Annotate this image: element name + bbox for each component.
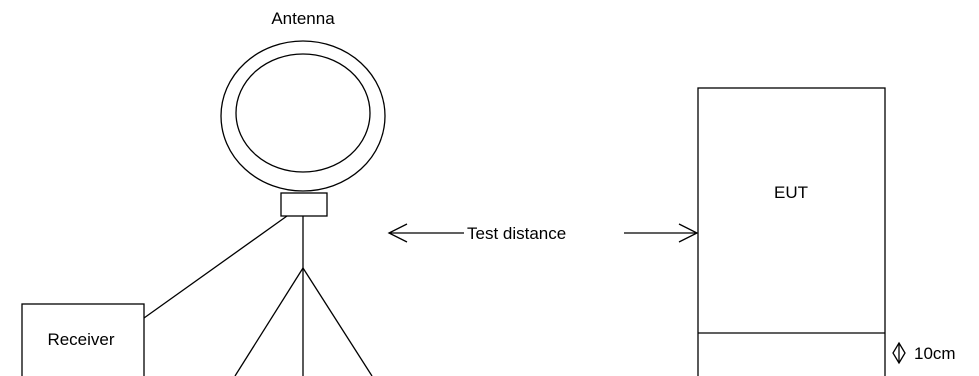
eut-box: [697, 87, 886, 376]
receiver: Receiver: [21, 303, 145, 376]
eut-label: EUT: [774, 183, 808, 202]
antenna-inner-loop: [235, 53, 371, 173]
antenna-cable: [143, 215, 288, 319]
receiver-box: [21, 303, 145, 376]
right-arrow-icon: [678, 223, 699, 243]
antenna-label: Antenna: [271, 9, 335, 28]
test-distance-indicator: Test distance: [387, 223, 699, 243]
distance-label: Test distance: [467, 224, 566, 243]
receiver-label: Receiver: [47, 330, 114, 349]
height-indicator: 10cm: [892, 341, 956, 365]
antenna-connector-block: [280, 192, 328, 217]
height-label: 10cm: [914, 344, 956, 363]
tripod: [234, 216, 373, 376]
left-arrow-icon: [387, 223, 408, 243]
eut: EUT: [697, 87, 886, 376]
tripod-leg-left: [234, 267, 304, 376]
loop-antenna: Antenna: [220, 9, 386, 217]
antenna-outer-loop: [220, 40, 386, 192]
tripod-leg-right: [302, 267, 373, 376]
